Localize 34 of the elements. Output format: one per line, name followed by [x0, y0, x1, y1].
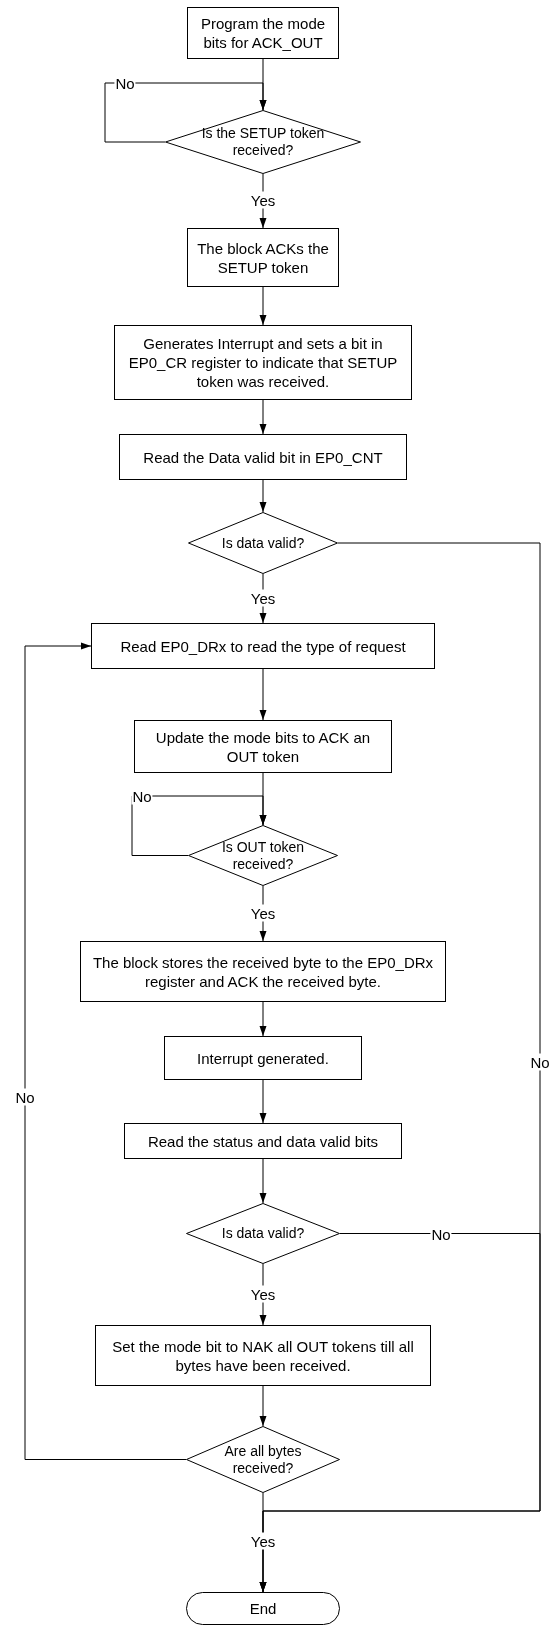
arrow: [259, 668, 267, 721]
process-box: Interrupt generated.: [164, 1036, 362, 1080]
edge-label: No: [529, 1053, 550, 1071]
arrow: [259, 399, 267, 435]
arrow: [24, 642, 187, 1460]
arrow: [259, 1385, 267, 1427]
process-box: Read EP0_DRx to read the type of request: [91, 623, 435, 669]
process-box: Program the mode bits for ACK_OUT: [187, 7, 339, 59]
edge-label: Yes: [249, 1532, 277, 1550]
arrow: [104, 82, 267, 143]
process-box: Generates Interrupt and sets a bit in EP0_CR register to indicate that SETUP token was received.: [114, 325, 412, 400]
arrow: [131, 795, 267, 856]
edge-label: Yes: [249, 904, 277, 922]
edge-label: Yes: [249, 589, 277, 607]
process-box: Read the Data valid bit in EP0_CNT: [119, 434, 407, 480]
decision-diamond: Is the SETUP token received?: [165, 110, 361, 174]
process-box: Update the mode bits to ACK an OUT token: [134, 720, 392, 773]
process-box: Set the mode bit to NAK all OUT tokens till all bytes have been received.: [95, 1325, 431, 1386]
process-box: The block stores the received byte to the EP0_DRx register and ACK the received byte.: [80, 941, 446, 1002]
arrow: [259, 1079, 267, 1124]
arrow: [259, 1158, 267, 1204]
decision-diamond: Is data valid?: [188, 512, 338, 574]
edge-label: No: [14, 1088, 36, 1106]
process-box: The block ACKs the SETUP token: [187, 228, 339, 287]
decision-diamond: Is OUT token received?: [188, 825, 338, 886]
decision-diamond: Is data valid?: [186, 1203, 340, 1264]
arrow: [259, 286, 267, 326]
decision-diamond: Are all bytes received?: [186, 1426, 340, 1493]
edge-label: Yes: [249, 191, 277, 209]
terminator-shape: End: [186, 1592, 340, 1625]
arrow: [259, 1001, 267, 1037]
edge-label: Yes: [249, 1285, 277, 1303]
process-box: Read the status and data valid bits: [124, 1123, 402, 1159]
arrow: [259, 479, 267, 513]
